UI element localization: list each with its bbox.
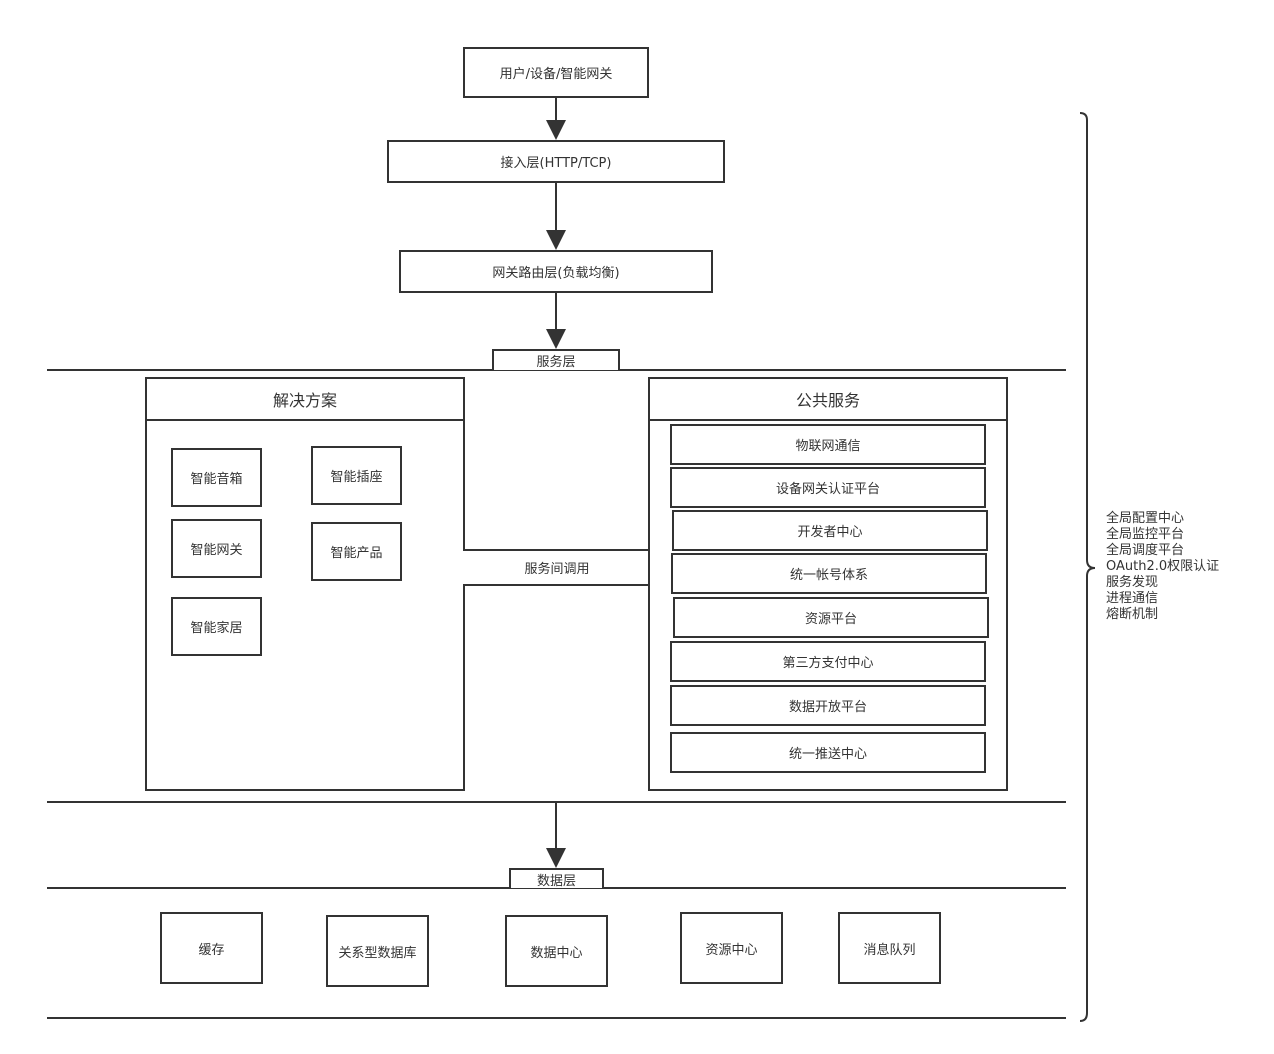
service-layer-top-line xyxy=(47,369,1066,371)
solution-item: 智能网关 xyxy=(171,519,262,578)
inter-service-call: 服务间调用 xyxy=(463,549,651,586)
solution-item: 智能产品 xyxy=(311,522,402,581)
global-service-item: 全局监控平台 xyxy=(1106,527,1185,542)
global-service-item: 全局调度平台 xyxy=(1106,543,1185,558)
global-services-list: 全局配置中心 全局监控平台 全局调度平台 OAuth2.0权限认证 服务发现 进… xyxy=(1106,511,1219,623)
data-item: 资源中心 xyxy=(680,912,783,984)
solutions-title: 解决方案 xyxy=(147,379,463,421)
global-service-item: 熔断机制 xyxy=(1106,607,1159,622)
global-brace xyxy=(1079,112,1096,1022)
solution-item: 智能音箱 xyxy=(171,448,262,507)
data-layer-label: 数据层 xyxy=(509,868,604,889)
service-layer-bottom-line xyxy=(47,801,1066,803)
public-service-item: 统一推送中心 xyxy=(670,732,986,773)
solutions-panel: 解决方案 xyxy=(145,377,465,791)
client-node: 用户/设备/智能网关 xyxy=(463,47,649,98)
public-service-item: 资源平台 xyxy=(673,597,989,638)
public-services-title: 公共服务 xyxy=(650,379,1006,421)
public-service-item: 物联网通信 xyxy=(670,424,986,465)
data-item: 缓存 xyxy=(160,912,263,984)
global-service-item: OAuth2.0权限认证 xyxy=(1106,559,1220,574)
access-layer-node: 接入层(HTTP/TCP) xyxy=(387,140,725,183)
solution-item: 智能家居 xyxy=(171,597,262,656)
solution-item: 智能插座 xyxy=(311,446,402,505)
public-service-item: 设备网关认证平台 xyxy=(670,467,986,508)
global-service-item: 全局配置中心 xyxy=(1106,511,1185,526)
public-service-item: 开发者中心 xyxy=(672,510,988,551)
data-layer-top-line xyxy=(47,887,1066,889)
data-item: 数据中心 xyxy=(505,915,608,987)
global-service-item: 服务发现 xyxy=(1106,575,1159,590)
public-service-item: 第三方支付中心 xyxy=(670,641,986,682)
global-service-item: 进程通信 xyxy=(1106,591,1159,606)
data-item: 消息队列 xyxy=(838,912,941,984)
data-layer-bottom-line xyxy=(47,1017,1066,1019)
gateway-layer-node: 网关路由层(负载均衡) xyxy=(399,250,713,293)
service-layer-label: 服务层 xyxy=(492,349,620,370)
data-item: 关系型数据库 xyxy=(326,915,429,987)
public-service-item: 统一帐号体系 xyxy=(671,553,987,594)
public-service-item: 数据开放平台 xyxy=(670,685,986,726)
